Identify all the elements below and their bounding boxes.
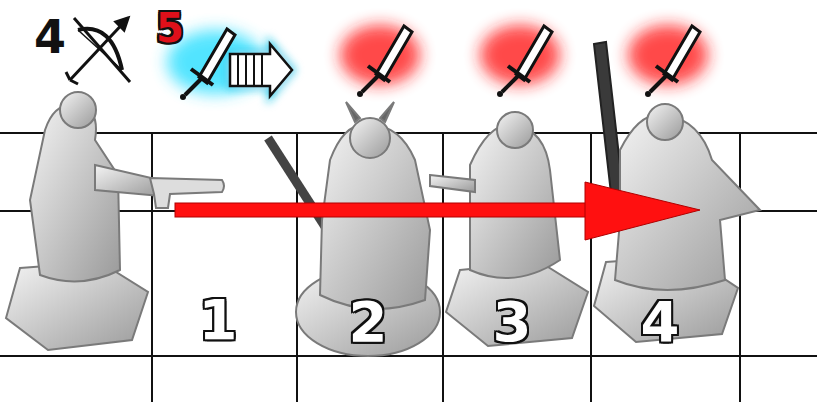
cell-number: 4 <box>641 294 680 350</box>
attack-arrow <box>175 182 700 240</box>
grid-line <box>590 133 592 402</box>
cell-number: 1 <box>199 292 238 348</box>
cell-number: 3 <box>493 294 532 350</box>
cell-number: 2 <box>349 294 388 350</box>
grid-line <box>442 133 444 402</box>
shooter-miniature <box>6 92 224 350</box>
grid-line <box>0 355 817 357</box>
warrior-miniature <box>268 102 440 356</box>
grid-line <box>151 133 153 402</box>
ranged-icon <box>66 18 130 84</box>
grid-line <box>739 133 741 402</box>
range-value: 4 <box>34 14 66 60</box>
miniatures <box>6 42 760 356</box>
attack-value: 5 <box>156 8 184 48</box>
target-icons <box>340 25 708 97</box>
pierce-icon <box>167 29 292 100</box>
grid-line <box>296 133 298 402</box>
